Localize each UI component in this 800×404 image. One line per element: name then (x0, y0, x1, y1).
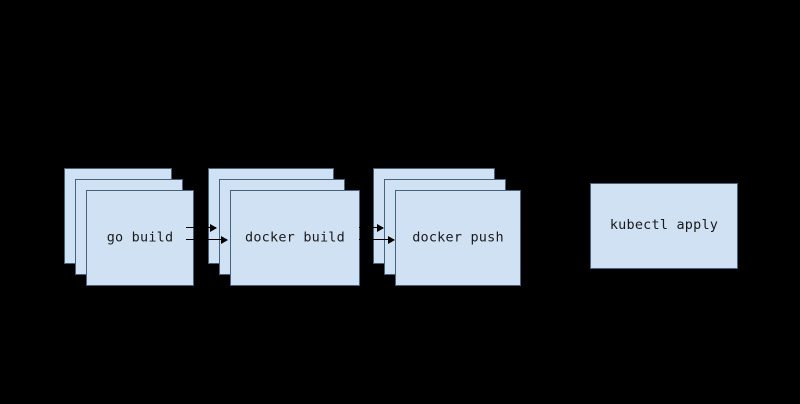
node-label: go build (106, 231, 174, 245)
node-stack-docker-build[interactable]: docker build docker build docker build (208, 168, 360, 286)
stack-layer-front[interactable]: go build (86, 190, 194, 286)
connector-docker-build-to-docker-push-lower (359, 235, 395, 244)
stack-layer-front[interactable]: docker build (230, 190, 360, 286)
connector-go-build-to-docker-build-lower (186, 235, 228, 244)
stack-layer-front[interactable]: docker push (395, 190, 521, 286)
node-label: docker push (412, 231, 504, 245)
connector-docker-build-to-docker-push-upper (359, 223, 384, 232)
connector-go-build-to-docker-build-upper (186, 223, 217, 232)
node-stack-docker-push[interactable]: docker push docker push docker push (373, 168, 521, 286)
node-label: docker build (245, 231, 345, 245)
node-stack-go-build[interactable]: go build go build go build (64, 168, 194, 286)
node-label: kubectl apply (609, 217, 719, 234)
node-kubectl-apply[interactable]: kubectl apply (590, 183, 738, 269)
